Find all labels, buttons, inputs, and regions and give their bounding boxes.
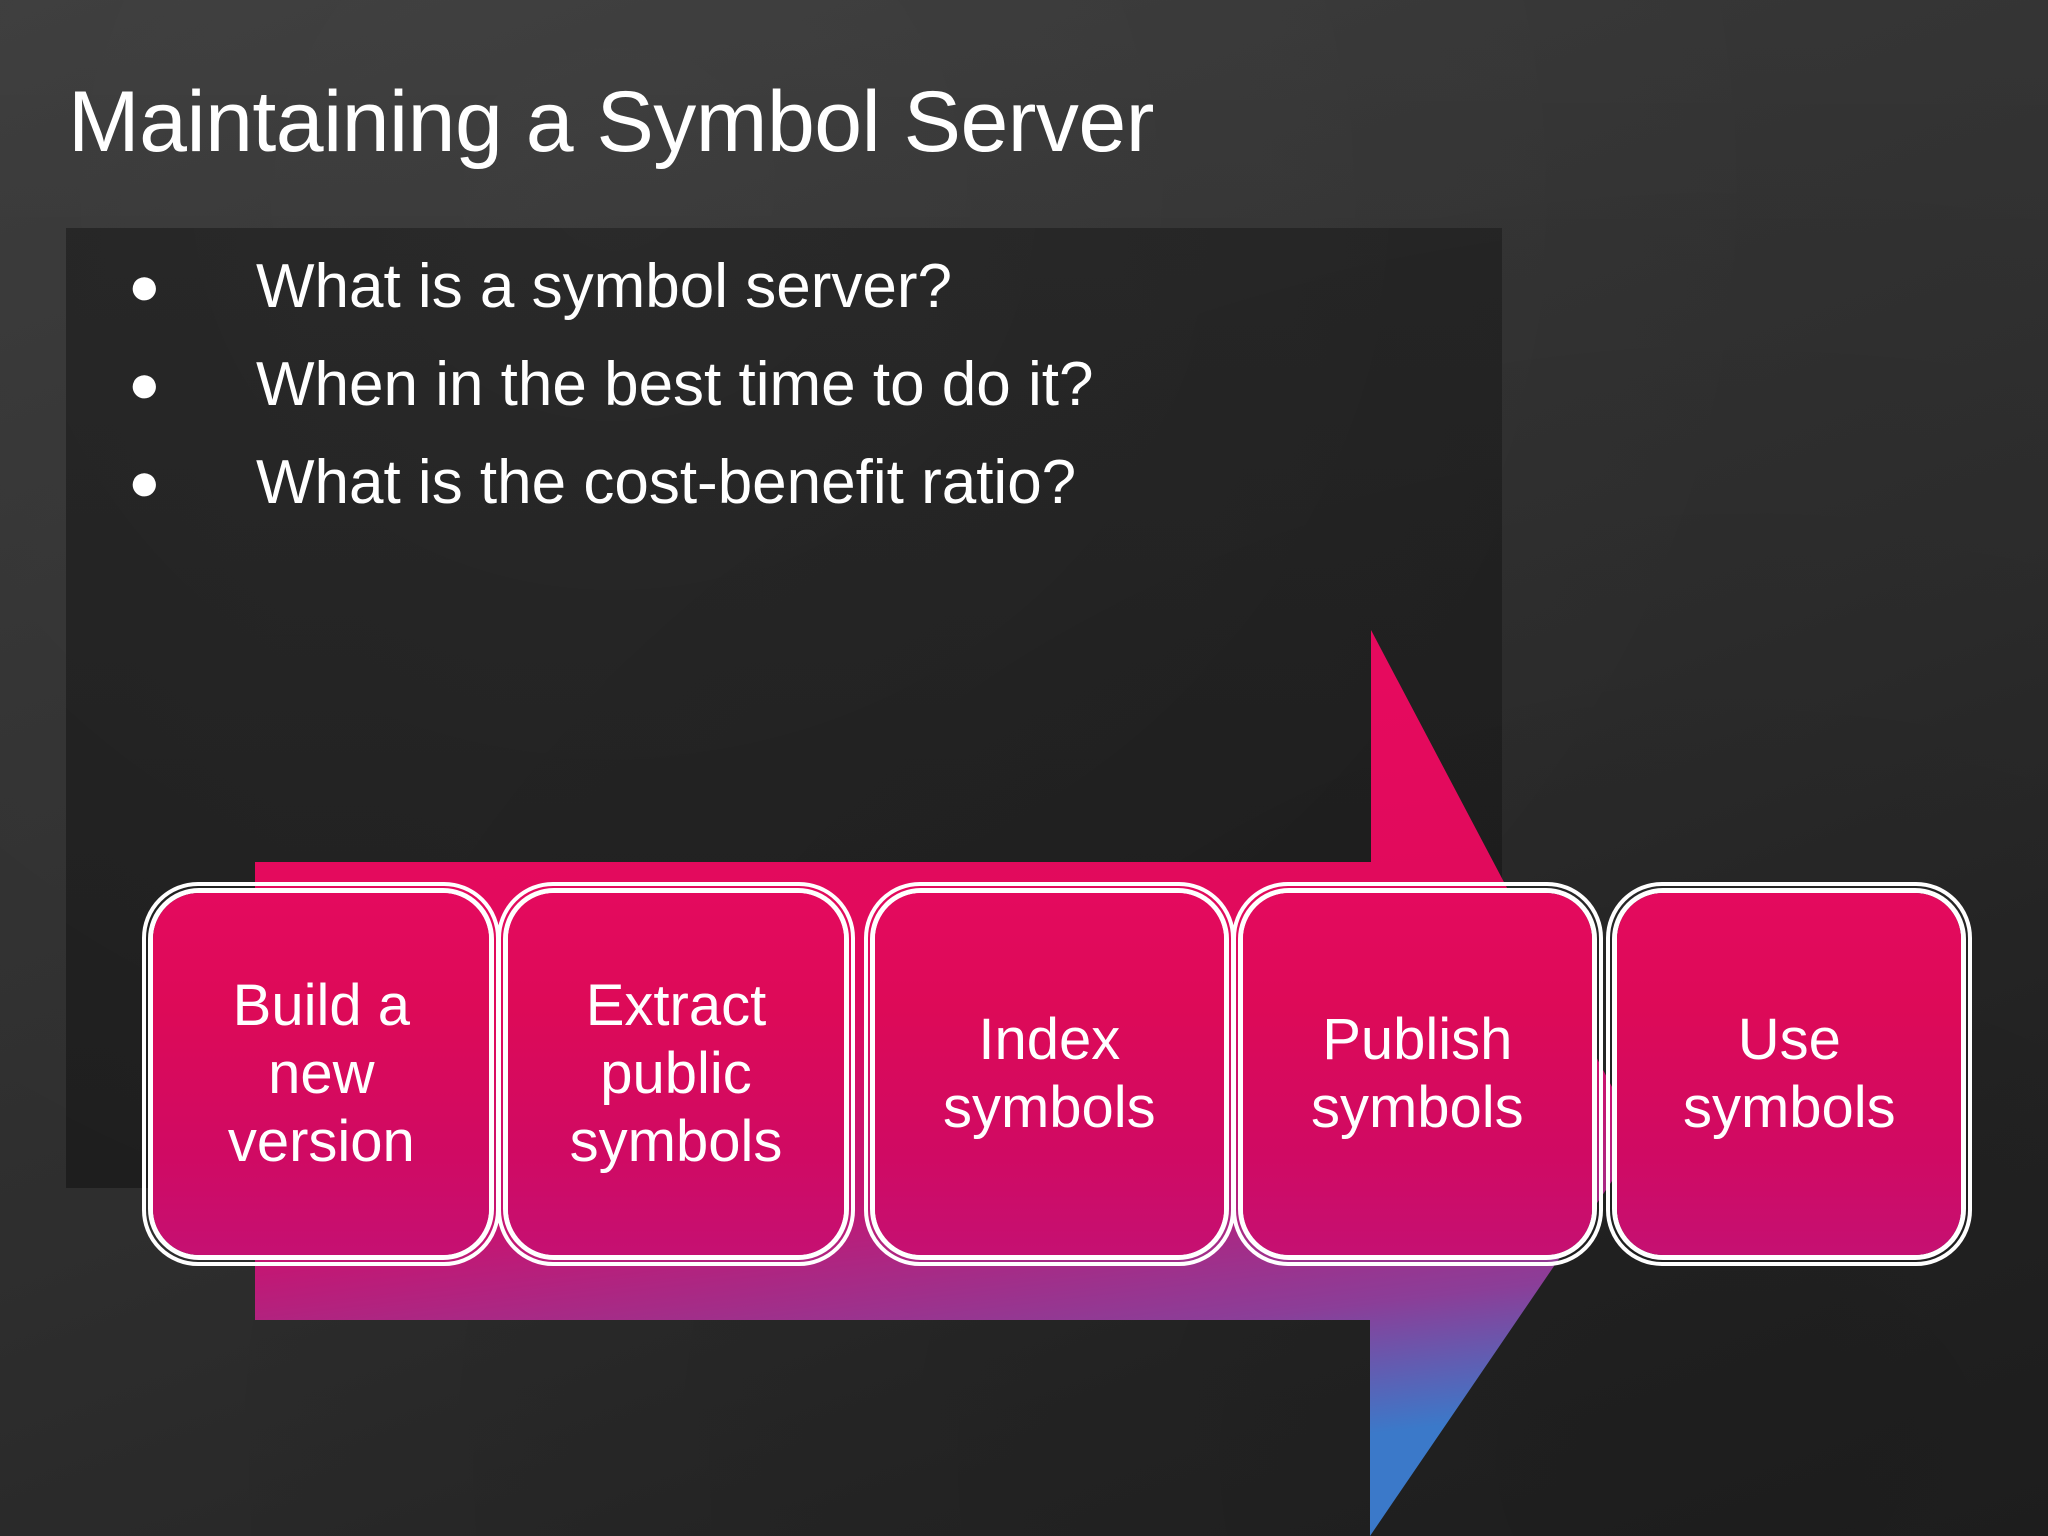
process-step-build-new-version[interactable]: Build a new version	[142, 882, 501, 1266]
process-step-index-symbols[interactable]: Index symbols	[863, 882, 1236, 1266]
bullet-text: When in the best time to do it?	[256, 350, 1094, 419]
bullet-text: What is a symbol server?	[256, 252, 952, 321]
process-step-label: Build a new version	[227, 973, 415, 1174]
list-item: ● When in the best time to do it?	[66, 348, 1566, 446]
process-step-label: Extract public symbols	[569, 973, 783, 1174]
list-item: ● What is a symbol server?	[66, 250, 1566, 348]
bullet-dot-icon: ●	[128, 256, 161, 316]
list-item: ● What is the cost-benefit ratio?	[66, 446, 1566, 544]
bullet-dot-icon: ●	[128, 452, 161, 512]
bullet-text: What is the cost-benefit ratio?	[256, 448, 1077, 517]
process-step-use-symbols[interactable]: Use symbols	[1606, 882, 1973, 1266]
process-step-label: Index symbols	[942, 1007, 1156, 1140]
page-title: Maintaining a Symbol Server	[68, 73, 1154, 170]
process-step-label: Publish symbols	[1310, 1007, 1524, 1140]
bullet-list: ● What is a symbol server? ● When in the…	[66, 250, 1566, 544]
process-step-label: Use symbols	[1682, 1007, 1896, 1140]
process-step-publish-symbols[interactable]: Publish symbols	[1231, 882, 1604, 1266]
bullet-dot-icon: ●	[128, 354, 161, 414]
process-step-extract-public-symbols[interactable]: Extract public symbols	[497, 882, 855, 1266]
